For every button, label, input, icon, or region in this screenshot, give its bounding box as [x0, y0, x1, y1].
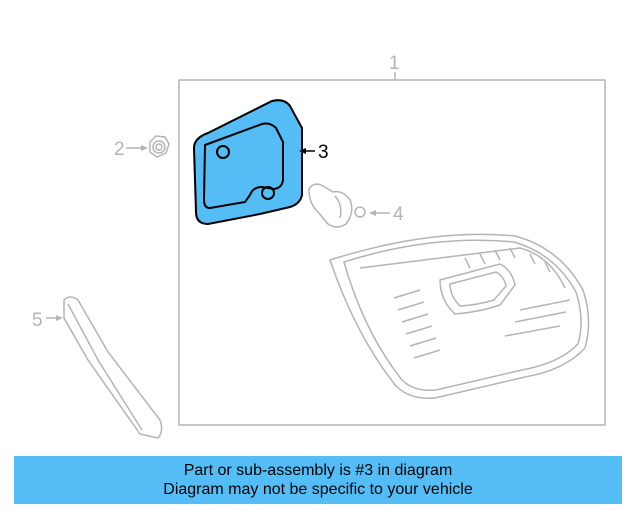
tail-lamp-housing: [329, 233, 590, 399]
callout-2-arrowhead: [141, 145, 148, 151]
bulb-part: [308, 183, 366, 228]
info-banner-background: [14, 456, 622, 504]
banner-line-1: Part or sub-assembly is #3 in diagram: [183, 462, 453, 479]
gasket-part: [192, 99, 303, 226]
assembly-frame: [178, 79, 606, 426]
callout-4: 4: [393, 204, 404, 225]
banner-line-2: Diagram may not be specific to your vehi…: [163, 481, 473, 498]
callout-4-arrowhead: [369, 210, 376, 216]
callout-1: 1: [389, 53, 400, 74]
info-banner: Part or sub-assembly is #3 in diagram Di…: [14, 456, 622, 504]
callout-2: 2: [114, 139, 125, 160]
callout-3: 3: [318, 142, 329, 163]
trim-panel-part: [63, 296, 163, 439]
callout-3-arrowhead: [299, 148, 306, 154]
nut-part: [149, 135, 170, 158]
callout-5-arrowhead: [56, 315, 63, 321]
callout-5: 5: [32, 310, 43, 331]
